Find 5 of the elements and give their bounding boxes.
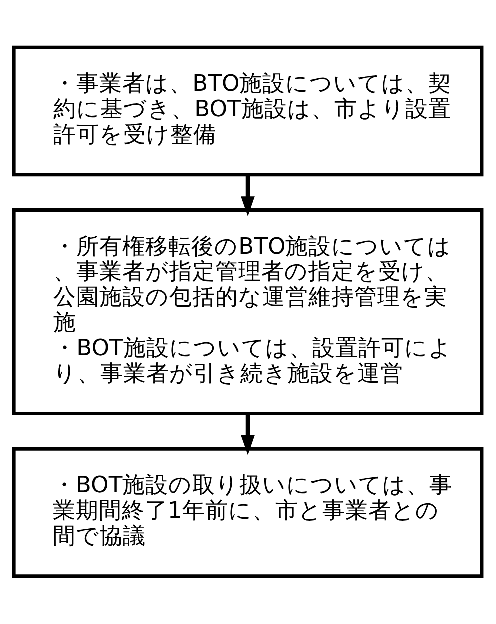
arrow — [241, 175, 255, 216]
node-box: ・BOT施設の取り扱いについては、事業期間終了1年前に、市と事業者との間で協議 — [12, 447, 484, 578]
arrow — [241, 414, 255, 456]
node-box: ・所有権移転後のBTO施設については、事業者が指定管理者の指定を受け、公園施設の包括的な運営維持管理を実施 ・BOT施設については、設置許可により、事業者が引き続き施設を運営 — [12, 208, 484, 416]
node-box: ・事業者は、BTO施設については、契約に基づき、BOT施設は、市より設置許可を受け整備 — [12, 46, 484, 177]
